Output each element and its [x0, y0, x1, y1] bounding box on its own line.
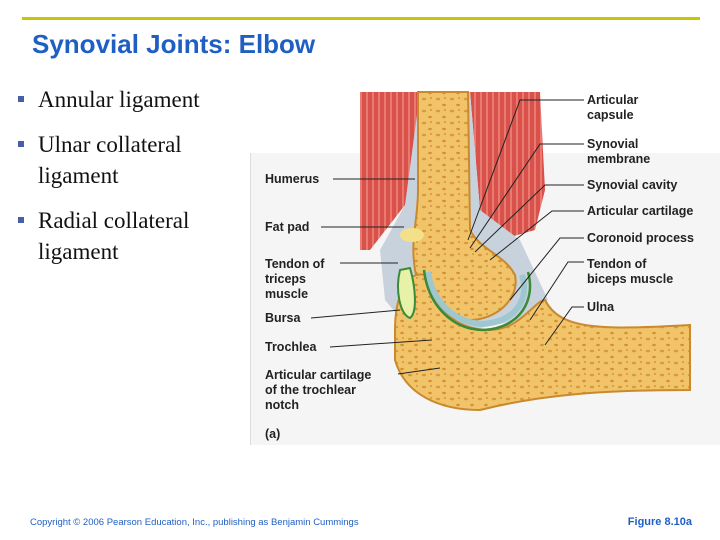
bullet-list: Annular ligament Ulnar collateral ligame…	[16, 84, 261, 281]
label-tendon-biceps: Tendon of biceps muscle	[587, 257, 674, 286]
label-panel-a: (a)	[265, 427, 281, 441]
bullet-square-icon	[18, 141, 24, 147]
bullet-text: Radial collateral ligament	[38, 208, 190, 264]
bullet-item: Radial collateral ligament	[16, 205, 261, 267]
label-articular-cartilage-trochlear: Articular cartilage of the trochlear not…	[265, 368, 372, 412]
label-humerus: Humerus	[265, 172, 320, 186]
label-synovial-cavity: Synovial cavity	[587, 178, 678, 192]
figure-reference: Figure 8.10a	[627, 516, 692, 528]
triceps-muscle	[360, 92, 422, 250]
label-fat-pad: Fat pad	[265, 220, 310, 234]
leader-lines-right	[467, 99, 584, 346]
slide-title: Synovial Joints: Elbow	[32, 29, 316, 59]
bullet-square-icon	[18, 217, 24, 223]
bullet-text: Ulnar collateral ligament	[38, 132, 182, 188]
label-ulna: Ulna	[587, 300, 615, 314]
copyright-notice: Copyright © 2006 Pearson Education, Inc.…	[30, 517, 359, 528]
bullet-item: Ulnar collateral ligament	[16, 129, 261, 191]
bullet-text: Annular ligament	[38, 87, 200, 112]
articular-cartilage	[425, 271, 528, 328]
label-synovial-membrane: Synovial membrane	[587, 137, 651, 166]
bursa-shape	[397, 266, 416, 320]
figure-panel-edge	[250, 153, 251, 445]
label-trochlea: Trochlea	[265, 340, 317, 354]
bullet-item: Annular ligament	[16, 84, 261, 115]
label-tendon-triceps: Tendon of triceps muscle	[265, 257, 325, 301]
bullet-square-icon	[18, 96, 24, 102]
leader-lines-left	[310, 178, 441, 375]
synovial-membrane	[422, 269, 532, 332]
label-bursa: Bursa	[265, 311, 301, 325]
label-coronoid-process: Coronoid process	[587, 231, 694, 245]
label-articular-cartilage: Articular cartilage	[587, 204, 694, 218]
top-rule	[22, 17, 700, 20]
label-articular-capsule: Articular capsule	[587, 93, 639, 122]
fat-pad	[400, 228, 424, 242]
